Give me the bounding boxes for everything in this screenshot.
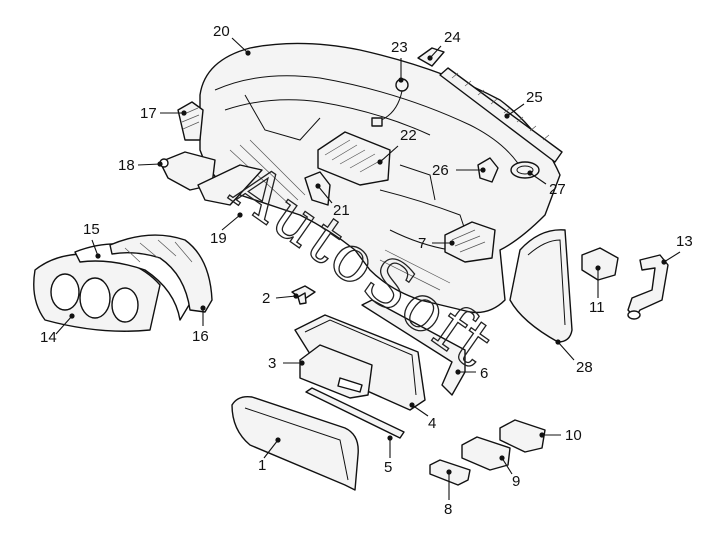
defroster-grille	[439, 67, 563, 163]
callout-number-26: 26	[432, 162, 449, 179]
callout-leader-9	[501, 457, 513, 475]
right-vent	[444, 221, 496, 263]
callout-number-25: 25	[526, 89, 543, 106]
callout-number-7: 7	[418, 235, 426, 252]
callout-dot-16	[200, 305, 206, 311]
callout-dot-15	[95, 253, 101, 259]
callout-number-6: 6	[480, 365, 488, 382]
callout-number-16: 16	[192, 328, 209, 345]
callout-leader-2	[275, 295, 297, 299]
callout-leader-22	[379, 145, 399, 163]
callout-dot-5	[387, 435, 393, 441]
callout-number-5: 5	[384, 459, 392, 476]
speaker-cover	[510, 161, 540, 179]
callout-number-14: 14	[40, 329, 57, 346]
callout-labels: 1234567891011131415161718192021222324252…	[40, 23, 693, 518]
side-vent	[177, 101, 204, 141]
glovebox-insert	[299, 344, 373, 399]
glovebox-strip	[305, 387, 405, 439]
callout-dot-8	[446, 469, 452, 475]
callout-dot-25	[504, 113, 510, 119]
side-bracket	[361, 299, 466, 396]
callout-dot-6	[455, 369, 461, 375]
callout-dot-19	[237, 212, 243, 218]
callout-leader-28	[557, 341, 575, 361]
callout-dot-3	[299, 360, 305, 366]
callout-leader-15	[91, 239, 99, 257]
callout-number-10: 10	[565, 427, 582, 444]
cluster-housing	[109, 234, 213, 313]
sensor-with-cable	[371, 78, 409, 127]
callout-dot-10	[539, 432, 545, 438]
callout-dot-11	[595, 265, 601, 271]
callout-number-2: 2	[262, 290, 270, 307]
callout-dot-22	[377, 159, 383, 165]
switch-block-medium	[461, 436, 511, 471]
callout-number-1: 1	[258, 457, 266, 474]
side-end-panel	[509, 229, 573, 343]
callout-number-24: 24	[444, 29, 461, 46]
connector	[581, 247, 619, 281]
callout-dot-23	[398, 77, 404, 83]
callout-number-4: 4	[428, 415, 436, 432]
callout-dot-24	[427, 55, 433, 61]
callout-number-19: 19	[210, 230, 227, 247]
callout-leader-13	[663, 251, 681, 263]
bent-hose	[627, 254, 669, 320]
clip-part	[291, 285, 316, 305]
callout-leader-1	[263, 439, 279, 459]
center-vent	[317, 131, 391, 186]
callout-leader-25	[506, 103, 525, 117]
callout-leader-4	[411, 404, 429, 417]
callout-dot-17	[181, 110, 187, 116]
callout-number-27: 27	[549, 181, 566, 198]
callout-number-13: 13	[676, 233, 693, 250]
callout-number-20: 20	[213, 23, 230, 40]
callout-dot-1	[275, 437, 281, 443]
callout-number-15: 15	[83, 221, 100, 238]
callout-number-11: 11	[589, 299, 605, 316]
callout-dot-4	[409, 402, 415, 408]
callout-leader-14	[55, 315, 73, 335]
callout-leader-27	[529, 172, 547, 185]
callout-number-18: 18	[118, 157, 135, 174]
small-vent	[477, 157, 499, 183]
callout-leader-20	[231, 37, 249, 54]
callout-number-22: 22	[400, 127, 417, 144]
callout-number-9: 9	[512, 473, 520, 490]
callout-dot-14	[69, 313, 75, 319]
callout-number-8: 8	[444, 501, 452, 518]
callout-dot-9	[499, 455, 505, 461]
callout-dot-28	[555, 339, 561, 345]
callout-number-23: 23	[391, 39, 408, 56]
callout-number-17: 17	[140, 105, 157, 122]
callout-leader-19	[221, 214, 241, 231]
lower-bracket	[197, 164, 263, 206]
glovebox-lid	[231, 395, 359, 491]
instrument-cluster-bezel	[33, 253, 161, 332]
callout-leader-18	[137, 163, 161, 166]
callout-number-21: 21	[333, 202, 350, 219]
callout-number-28: 28	[576, 359, 593, 376]
callout-leader-21	[317, 185, 333, 204]
callout-dot-13	[661, 259, 667, 265]
callout-dot-2	[293, 293, 299, 299]
callout-dot-7	[449, 240, 455, 246]
callout-dot-21	[315, 183, 321, 189]
callout-dot-26	[480, 167, 486, 173]
switch-block-large	[499, 419, 546, 453]
callout-dot-20	[245, 50, 251, 56]
callout-number-3: 3	[268, 355, 276, 372]
callout-dot-18	[157, 161, 163, 167]
callout-dot-27	[527, 170, 533, 176]
callout-leader-24	[429, 45, 442, 59]
